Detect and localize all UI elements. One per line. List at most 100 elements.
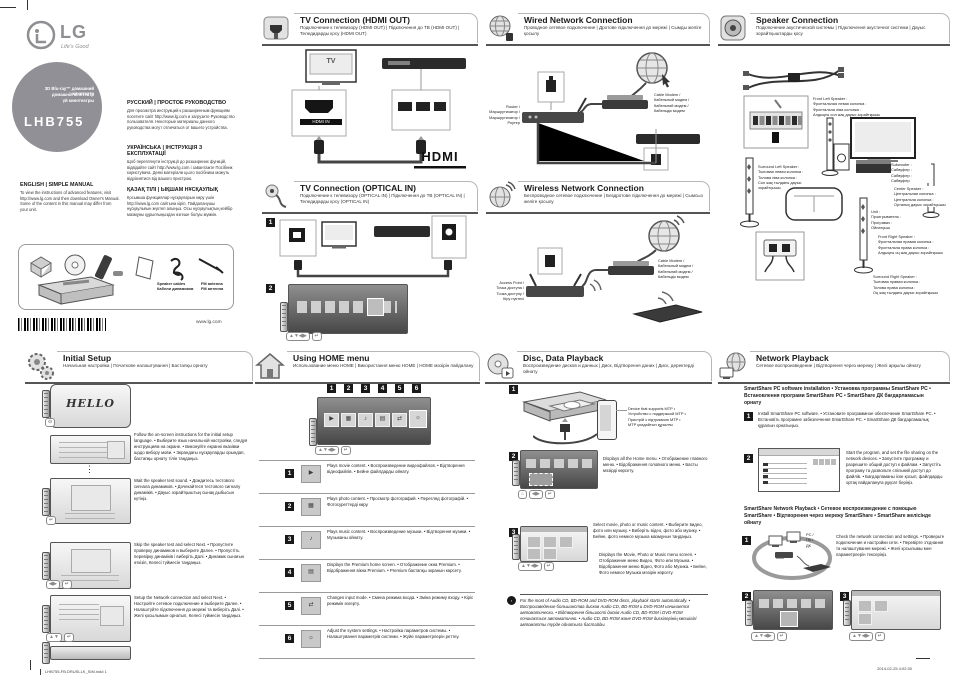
home-item3-thumb: ♪ bbox=[301, 531, 321, 549]
wired-title: Wired Network Connection bbox=[524, 15, 633, 25]
gears-icon bbox=[25, 351, 55, 381]
initial-step1-text: Follow the on-screen instructions for th… bbox=[134, 432, 248, 462]
arrow-keys-icon: ▲▼◀▶ bbox=[518, 562, 542, 571]
optical-step1-badge: 1 bbox=[266, 218, 275, 227]
power-key: ⊙ bbox=[45, 418, 56, 427]
browser-titlebar bbox=[521, 527, 587, 532]
front-right-speaker-label: Front Right Speaker : Фронтальная правая… bbox=[878, 234, 944, 255]
wired-body: Cable Modem / Кабельный модем / Кабельни… bbox=[486, 46, 710, 174]
arrow-keys-icon: ▲▼◀▶ bbox=[751, 632, 775, 641]
tv-hdmi-body: TV HDMI IN HDMI bbox=[262, 46, 478, 174]
disc-remote-2 bbox=[512, 534, 520, 560]
speaker-room-thumb bbox=[71, 485, 111, 511]
network-step1-badge: 1 bbox=[744, 412, 753, 421]
network-playback-icon bbox=[718, 351, 748, 381]
lang-kazakh-heading: ҚАЗАҚ ТІЛІ | ЫҚШАМ НҰСҚАУЛЫҚ bbox=[127, 187, 218, 193]
optical-home-screen bbox=[288, 284, 408, 334]
up-down-keys-icon: ▲▼ bbox=[46, 633, 62, 642]
left-right-keys-icon: ◀▶ bbox=[529, 490, 543, 499]
crop-mark-tl-v bbox=[27, 0, 28, 10]
net-keys-2: ▲▼◀▶ ↵ bbox=[849, 632, 885, 641]
enter-key-icon: ↵ bbox=[543, 562, 554, 571]
divider bbox=[259, 625, 475, 626]
disc-step2-badge: 2 bbox=[509, 452, 518, 461]
home-menu-screen: ▶ ▦ ♪ ▤ ⇄ ☼ bbox=[317, 397, 431, 445]
home-item2-thumb: ▦ bbox=[301, 498, 321, 516]
home-item6-text: Adjust the system settings. • Настройка … bbox=[327, 628, 460, 640]
panel-wireless-network: Wireless Network Connection Беспроводное… bbox=[486, 180, 710, 343]
net-play-step1-badge: 1 bbox=[742, 536, 751, 545]
unit-label: Unit : Проигрыватель : Програвач : Ойнат… bbox=[871, 209, 911, 231]
initial-step4-text: Setup the Network connection and select … bbox=[134, 595, 244, 619]
setup-screen-network bbox=[50, 595, 131, 642]
globe-wireless-icon bbox=[486, 181, 516, 211]
file-thumb bbox=[543, 548, 557, 560]
power-key-icon: ⊙ bbox=[45, 418, 56, 427]
initial-remote-2 bbox=[42, 488, 50, 516]
tv-optical-body: 1 2 ▲▼◀▶ ↵ bbox=[262, 214, 478, 341]
lg-logo-text: LG bbox=[60, 22, 87, 42]
network-subtitle: Сетевое воспроизведение | Відтворення че… bbox=[756, 363, 921, 369]
accessories-art bbox=[30, 254, 224, 281]
wireless-title: Wireless Network Connection bbox=[524, 183, 644, 193]
smartshare-playback-heading: SmartShare Network Playback • Сетевое во… bbox=[744, 506, 931, 526]
folder-thumb bbox=[858, 613, 872, 625]
net-remote-1 bbox=[745, 600, 753, 626]
file-thumb bbox=[543, 536, 557, 548]
divider bbox=[259, 592, 475, 593]
initial-keys-2: ↵ bbox=[46, 516, 57, 525]
disc-keys-1: ⌂ ◀▶ ↵ bbox=[518, 490, 555, 499]
divider bbox=[259, 460, 475, 461]
cable-modem-label: Cable Modem / Кабельный модем / Кабельни… bbox=[654, 92, 690, 113]
panel-tv-optical: TV Connection (OPTICAL IN) Подключение к… bbox=[262, 180, 478, 343]
settings-tile: ☼ bbox=[409, 410, 427, 428]
hdmi-logo: HDMI bbox=[421, 149, 459, 164]
front-display-bar bbox=[50, 646, 131, 660]
speaker-subtitle: Подключение акустической системы | Підкл… bbox=[756, 25, 926, 37]
enter-key-icon: ↵ bbox=[340, 446, 351, 455]
home-key-icon: ⌂ bbox=[518, 490, 528, 499]
arrow-keys-icon: ▲▼◀▶ bbox=[315, 446, 339, 455]
lang-ukrainian-body: Щоб переглянути інструкції до розширених… bbox=[127, 159, 233, 181]
initial-keys-3: ◀▶ ↵ bbox=[46, 580, 72, 589]
tv-optical-subtitle: Подключение к телевизору (OPTICAL IN) | … bbox=[300, 193, 465, 205]
home-keys: ▲▼◀▶ ↵ bbox=[315, 446, 351, 455]
home-item2-badge: 2 bbox=[285, 502, 294, 511]
enter-key-icon: ↵ bbox=[311, 332, 322, 341]
lang-russian-body: Для просмотра инструкций к расширенным ф… bbox=[127, 108, 235, 130]
remote-strip bbox=[280, 302, 288, 332]
mtp-phone bbox=[597, 400, 617, 440]
enter-key-icon: ↵ bbox=[776, 632, 787, 641]
home-item4-text: Displays the Premium home screen. • Отоб… bbox=[327, 562, 462, 574]
hdmi-cable-icon bbox=[262, 13, 292, 43]
globe-wired-icon bbox=[486, 13, 516, 43]
disc-step3-badge: 3 bbox=[509, 528, 518, 537]
screen-btn-bar2 bbox=[61, 575, 119, 583]
net-play-step3-badge: 3 bbox=[840, 592, 849, 601]
footer-left: LHB755-FB.DRUSLLK_SIM.indd 1 bbox=[40, 669, 107, 675]
home-header: Using HOME menu Использование меню HOME … bbox=[254, 350, 480, 384]
highlighted-tile bbox=[367, 298, 384, 316]
speaker-diagram bbox=[740, 67, 940, 281]
initial-header: Initial Setup Начальная настройка | Поча… bbox=[25, 350, 253, 384]
home-item6-badge: 6 bbox=[285, 634, 294, 643]
home-item2-text: Plays photo content. • Просмотр фотограф… bbox=[327, 496, 469, 508]
front-left-speaker-label: Front Left Speaker : Фронтальная левая к… bbox=[813, 96, 881, 117]
net-home-screen bbox=[753, 590, 833, 630]
folder-thumb bbox=[874, 600, 888, 612]
home-callout-3: 3 bbox=[361, 384, 370, 393]
home-item1-thumb: ▶ bbox=[301, 465, 321, 483]
disc-body: 1 Device that supports MTP • Устройство … bbox=[485, 384, 712, 662]
home-remote bbox=[309, 418, 317, 446]
divider bbox=[259, 658, 475, 659]
disc-note: For the most of Audio CD, BD-ROM and DVD… bbox=[520, 598, 697, 628]
network-body: SmartShare PC software installation • Ус… bbox=[718, 384, 950, 662]
net-keys-1: ▲▼◀▶ ↵ bbox=[751, 632, 787, 641]
tv-hdmi-title: TV Connection (HDMI OUT) bbox=[300, 15, 411, 25]
home-title: Using HOME menu bbox=[293, 353, 370, 363]
divider bbox=[259, 559, 475, 560]
home-callout-5: 5 bbox=[395, 384, 404, 393]
home-callout-2: 2 bbox=[344, 384, 353, 393]
lang-russian: РУССКИЙ | ПРОСТОЕ РУКОВОДСТВО Для просмо… bbox=[127, 100, 239, 130]
network-step1-text: Install SmartShare PC software. • Устано… bbox=[758, 411, 936, 429]
